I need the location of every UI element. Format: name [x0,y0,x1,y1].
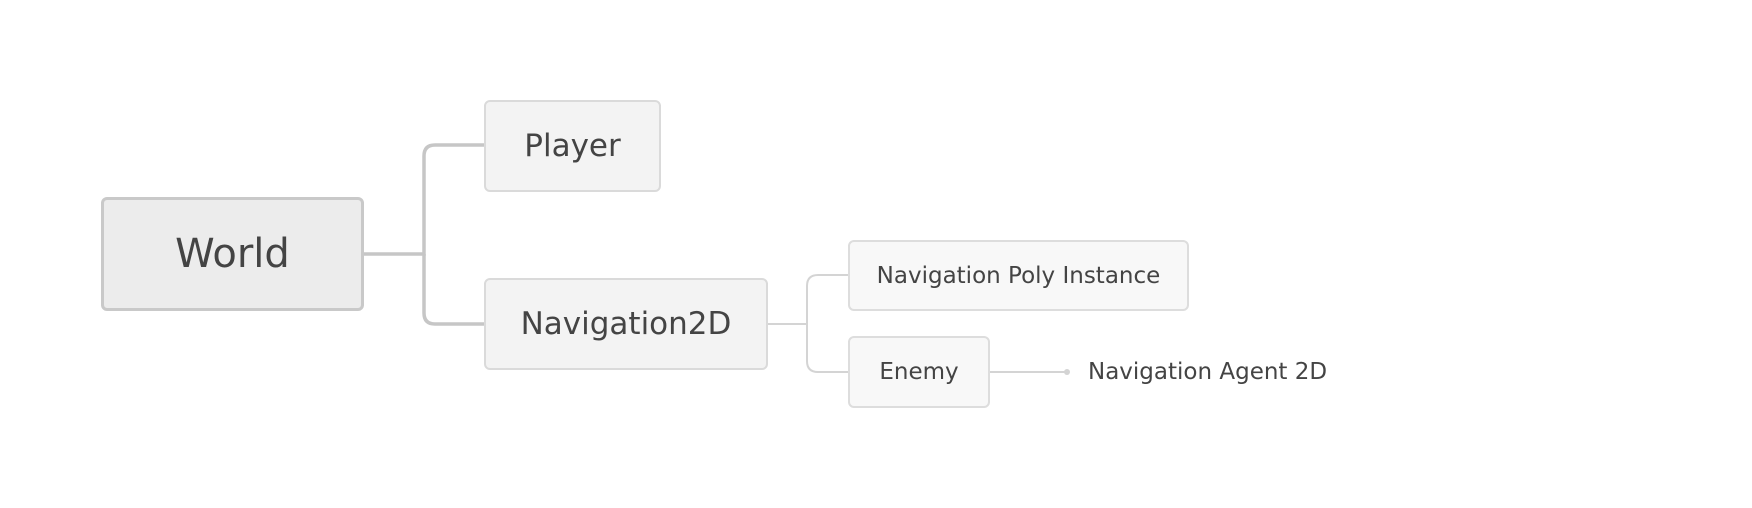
node-navigation-agent-2d-label: Navigation Agent 2D [1088,359,1328,385]
node-navigation-poly-instance-label: Navigation Poly Instance [876,262,1161,289]
connector-world-to-player [364,143,484,256]
node-navigation2d[interactable]: Navigation2D [484,278,768,370]
connector-end-dot [1064,369,1070,375]
node-navigation2d-label: Navigation2D [520,306,732,342]
connector-world-to-navigation2d [422,254,484,326]
node-enemy[interactable]: Enemy [848,336,990,408]
node-player[interactable]: Player [484,100,661,192]
node-navigation-agent-2d[interactable]: Navigation Agent 2D [1088,352,1327,392]
node-player-label: Player [524,128,621,164]
node-world-label: World [175,231,290,277]
node-world[interactable]: World [101,197,364,311]
node-enemy-label: Enemy [879,359,959,385]
node-navigation-poly-instance[interactable]: Navigation Poly Instance [848,240,1189,311]
connector-navigation2d-to-navpoly [768,274,848,325]
connector-navigation2d-to-enemy [806,324,848,373]
